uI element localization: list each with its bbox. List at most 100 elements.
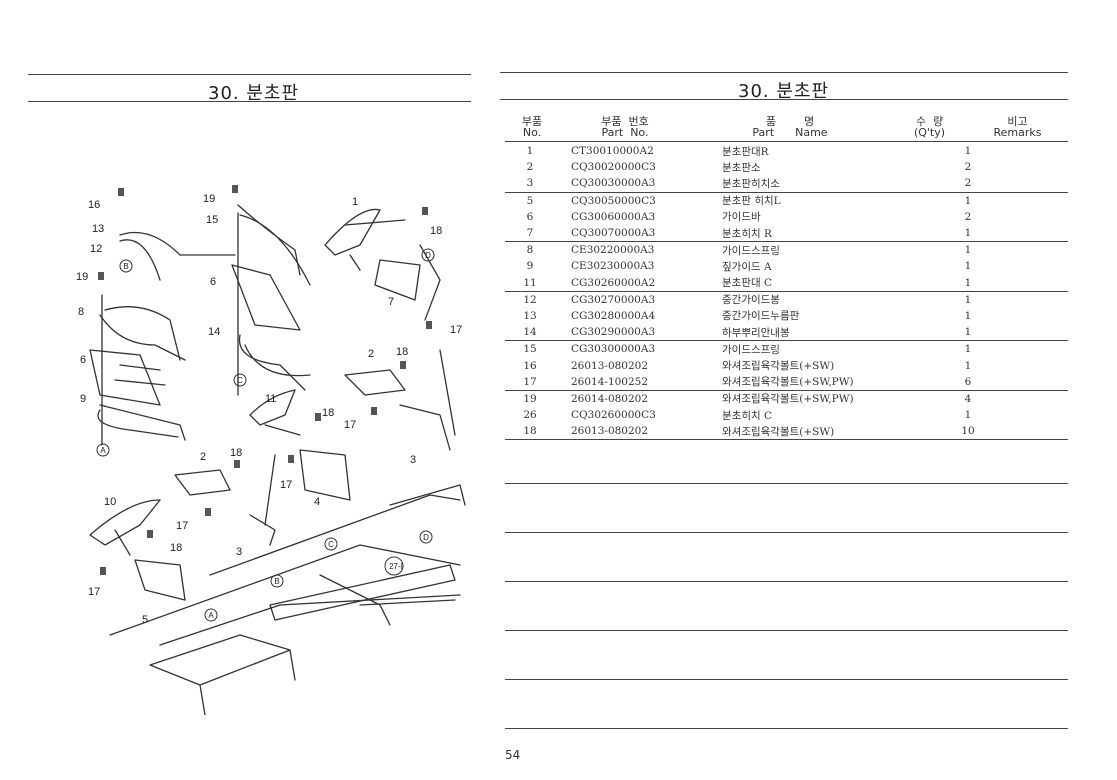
row-no: 17 — [505, 373, 555, 391]
blank-rule — [505, 532, 1068, 533]
diagram-callout: 18 — [230, 447, 242, 459]
row-name: 분초판대 C — [716, 274, 947, 292]
diagram-ref-marker: C — [328, 540, 334, 549]
blank-rule — [505, 483, 1068, 484]
diagram-callout: 17 — [88, 586, 100, 598]
right-page-title: 30. 분초판 — [738, 81, 830, 102]
row-name: 하부뿌리안내봉 — [716, 324, 947, 342]
blank-rule — [505, 630, 1068, 631]
diagram-ref-marker: B — [274, 577, 279, 586]
diagram-callout: 3 — [410, 454, 416, 466]
diagram-callout: 2 — [200, 451, 206, 463]
row-qty: 2 — [964, 210, 972, 223]
row-qty: 1 — [964, 260, 972, 273]
left-page-title: 30. 분초판 — [208, 83, 300, 104]
diagram-callout: 19 — [76, 271, 88, 283]
row-no: 18 — [505, 423, 555, 441]
row-qty: 2 — [947, 175, 989, 193]
diagram-ref-marker: B — [123, 262, 128, 271]
row-remarks — [989, 308, 1068, 324]
row-qty: 1 — [964, 244, 972, 257]
row-part-no: CE30230000A3 — [571, 260, 655, 273]
diagram-callout: 18 — [322, 407, 334, 419]
row-part-no: CG30280000A4 — [571, 309, 656, 322]
diagram-callout: 17 — [344, 419, 356, 431]
row-no: 14 — [505, 324, 555, 342]
diagram-callout: 11 — [265, 393, 276, 405]
diagram-callout: 6 — [80, 354, 86, 366]
row-part-no: CT30010000A2 — [571, 145, 654, 158]
row-part-no: 26014-100252 — [555, 373, 716, 391]
row-part-no: 26013-080202 — [571, 359, 649, 372]
row-no: 26 — [523, 409, 537, 422]
diagram-callout: 17 — [176, 520, 188, 532]
row-part-no: CE30220000A3 — [571, 244, 655, 257]
row-no: 12 — [523, 293, 537, 306]
diagram-ref-marker: D — [425, 251, 431, 260]
diagram-callout: 3 — [236, 546, 242, 558]
row-no: 9 — [526, 260, 534, 273]
diagram-ref-marker: 27-I — [389, 562, 403, 571]
diagram-callout: 7 — [388, 296, 394, 308]
row-remarks — [989, 407, 1068, 423]
row-name: 가이드스프링 — [722, 244, 780, 257]
row-part-no: CG30300000A3 — [571, 343, 656, 356]
right-title-bottom-rule — [500, 99, 1068, 100]
diagram-callout: 19 — [203, 193, 215, 205]
diagram-callout: 14 — [208, 326, 220, 338]
row-remarks — [989, 373, 1068, 391]
diagram-callout: 8 — [78, 306, 84, 318]
diagram-callout: 1 — [352, 196, 358, 208]
row-name: 가이드스프링 — [722, 343, 780, 356]
row-no: 2 — [526, 161, 534, 174]
diagram-callout: 15 — [206, 214, 218, 226]
row-name: 분초판대R — [722, 145, 769, 158]
left-title-top-rule — [28, 74, 471, 75]
diagram-callout: 12 — [90, 243, 102, 255]
row-name: 중간가이드누름판 — [722, 310, 800, 323]
header-qty: 수 량 (Q'ty) — [913, 115, 946, 139]
row-remarks — [989, 423, 1068, 441]
row-qty: 1 — [947, 224, 989, 243]
row-no: 1 — [526, 145, 534, 158]
diagram-callout: 4 — [314, 496, 320, 508]
row-qty: 1 — [964, 343, 972, 356]
row-no: 8 — [526, 244, 534, 257]
row-qty: 1 — [947, 274, 989, 292]
row-remarks — [989, 143, 1068, 159]
row-part-no: CG30260000A2 — [555, 274, 716, 292]
row-remarks — [989, 324, 1068, 342]
row-no: 7 — [505, 224, 555, 243]
row-no: 5 — [526, 194, 534, 207]
header-no: 부품 No. — [521, 115, 543, 139]
row-remarks — [989, 341, 1068, 358]
diagram-ref-marker: A — [208, 611, 214, 620]
diagram-callout: 17 — [450, 324, 462, 336]
diagram-callout: 18 — [430, 225, 442, 237]
row-name: 분초판 히치L — [722, 195, 781, 208]
row-qty: 1 — [964, 359, 972, 372]
blank-rule — [505, 581, 1068, 582]
row-remarks — [989, 242, 1068, 259]
row-part-no: CG30290000A3 — [555, 324, 716, 342]
row-name: 와셔조립육각볼트(+SW) — [722, 360, 835, 373]
page-number: 54 — [505, 748, 521, 762]
header-part-name: 품 명 Part Name — [752, 115, 828, 139]
right-title-top-rule — [500, 72, 1068, 73]
blank-rule — [505, 679, 1068, 680]
diagram-callout: 18 — [170, 542, 182, 554]
row-remarks — [989, 159, 1068, 175]
row-remarks — [989, 224, 1068, 243]
